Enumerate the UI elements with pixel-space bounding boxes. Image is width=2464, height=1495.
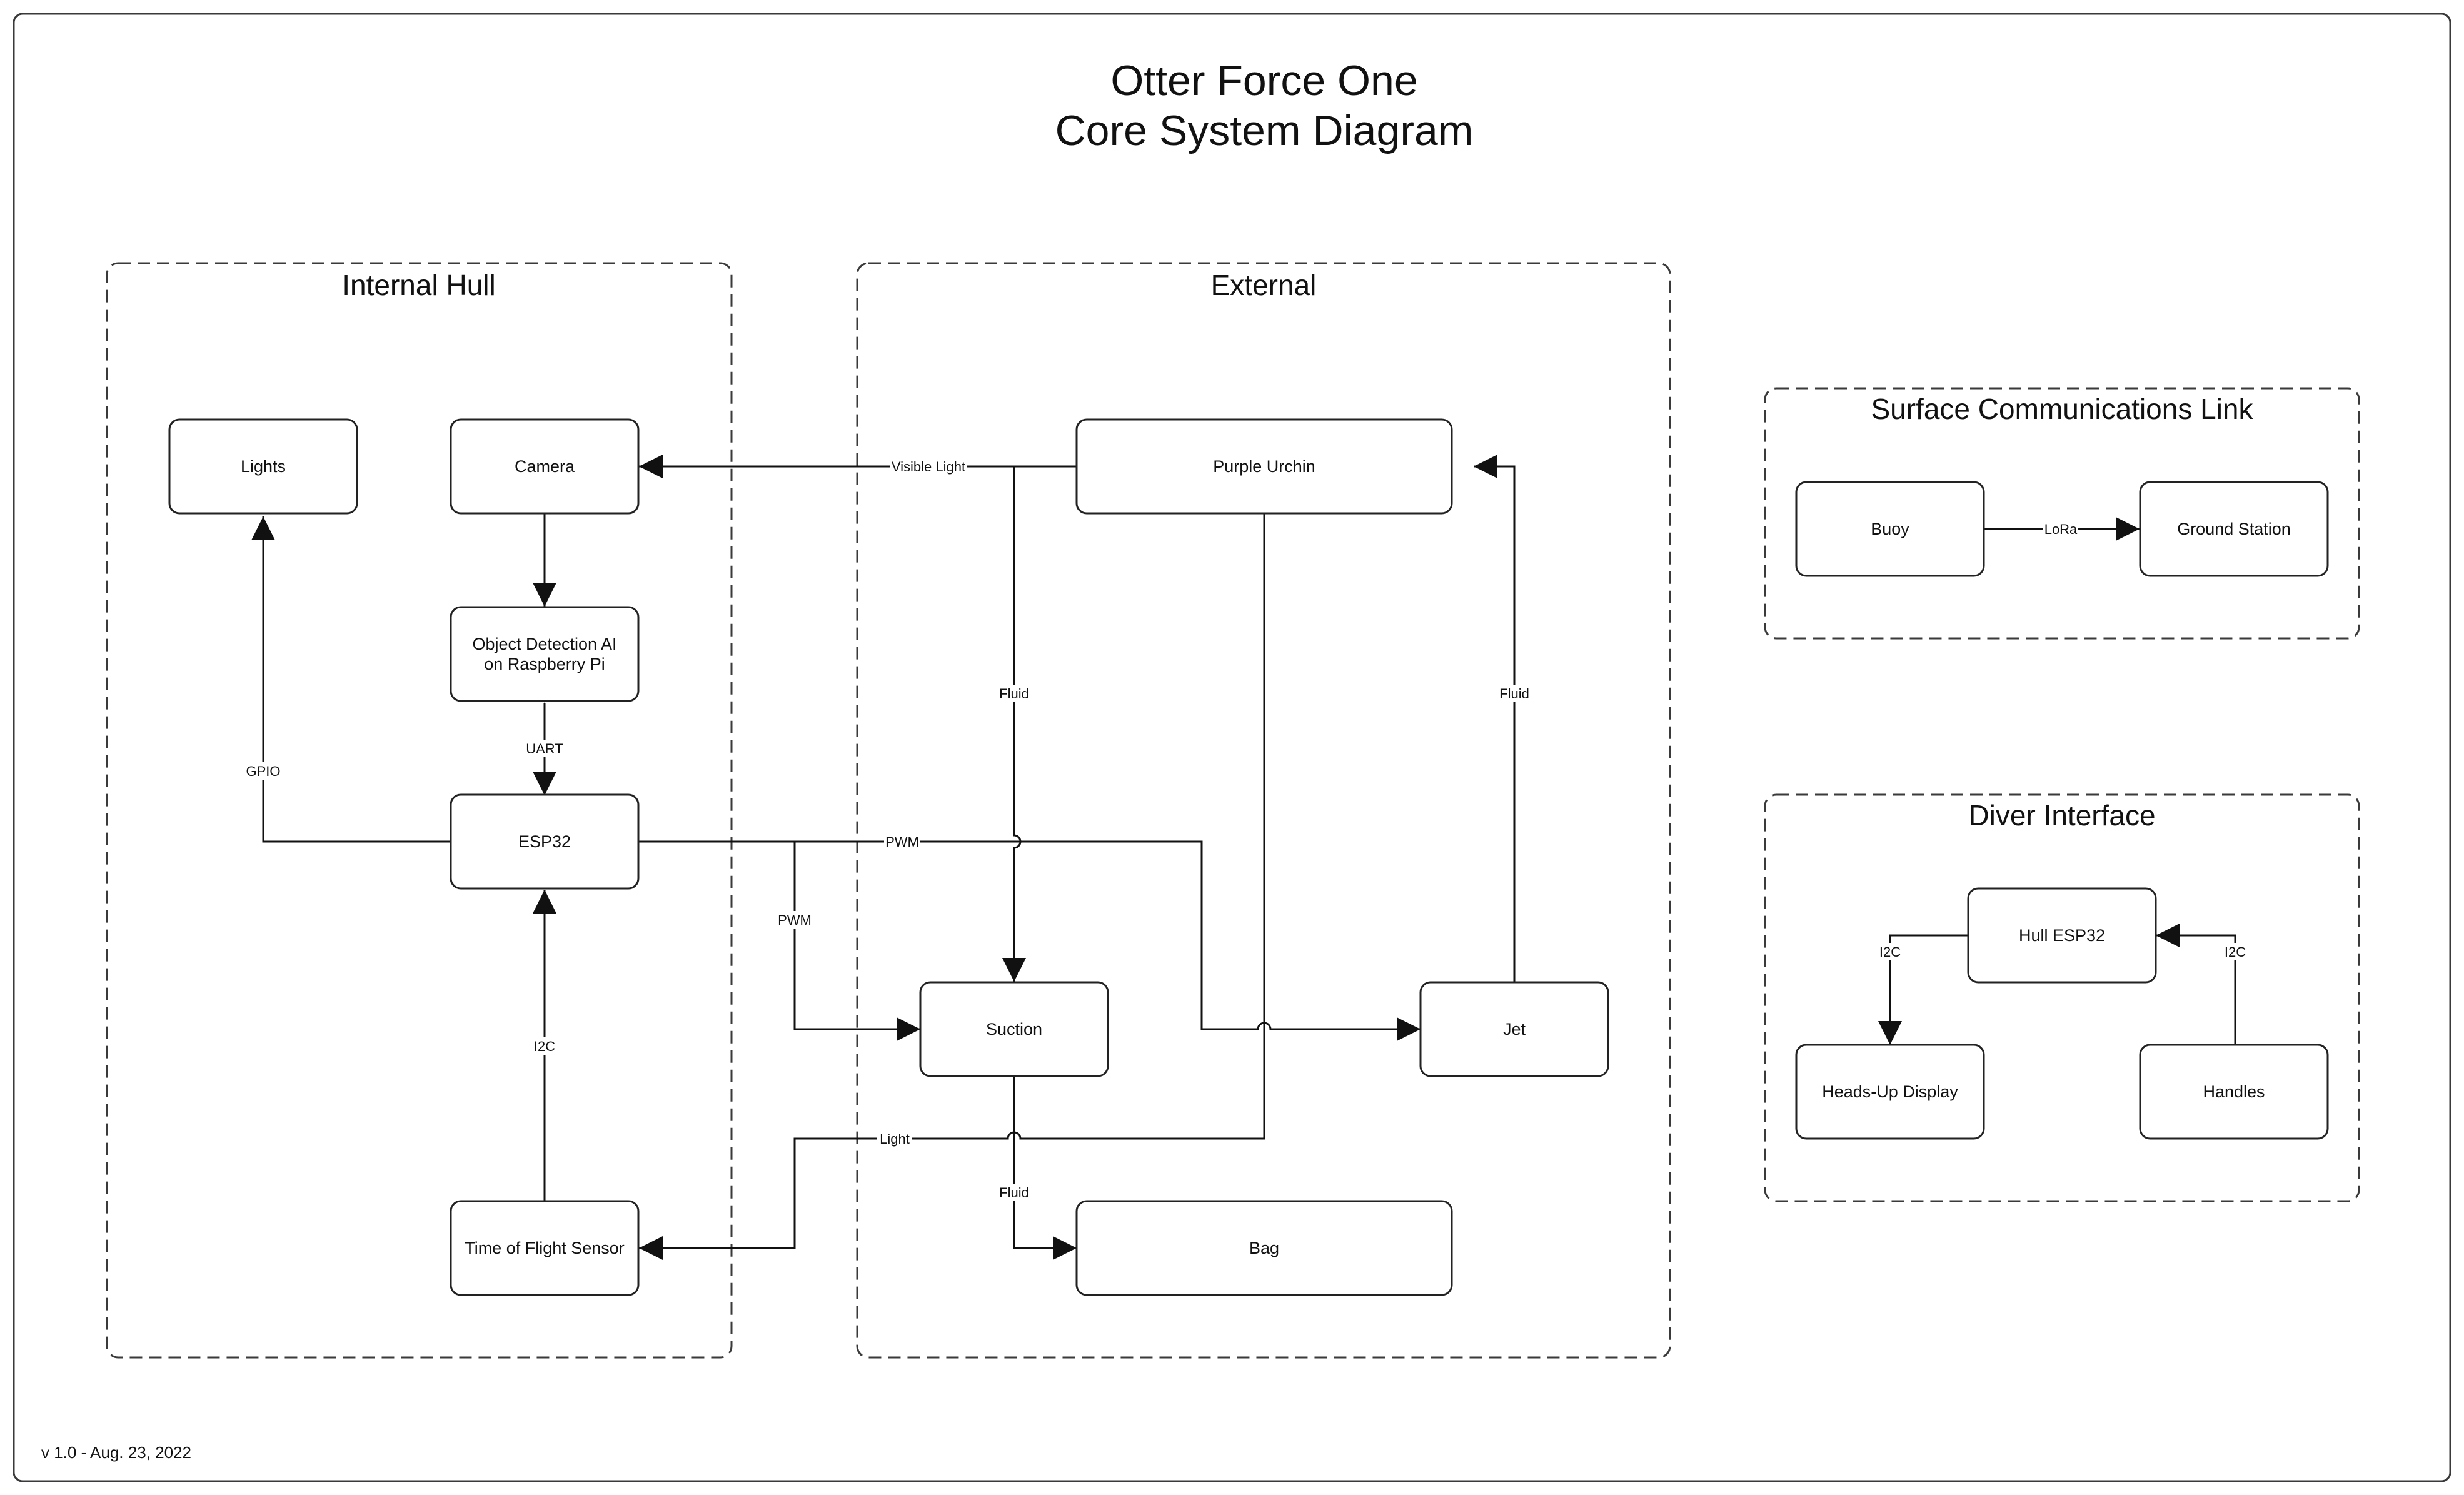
diagram-title-line2: Core System Diagram — [1055, 107, 1474, 154]
label-i2c-tof: I2C — [531, 1037, 558, 1055]
node-suction: Suction — [919, 981, 1109, 1077]
svg-text:Visible Light: Visible Light — [892, 459, 965, 475]
label-pwm-suction: PWM — [777, 911, 813, 929]
node-lights: Lights — [168, 418, 358, 515]
svg-text:I2C: I2C — [2225, 944, 2246, 960]
node-handles: Handles — [2139, 1044, 2329, 1140]
edge-esp32-to-lights — [251, 516, 451, 843]
svg-text:Jet: Jet — [1503, 1020, 1526, 1039]
node-ground-station: Ground Station — [2139, 481, 2329, 577]
node-heads-up-display: Heads-Up Display — [1795, 1044, 1985, 1140]
svg-text:ESP32: ESP32 — [518, 832, 571, 851]
label-fluid-suction-bag: Fluid — [998, 1184, 1030, 1201]
group-title-surface-link: Surface Communications Link — [1871, 393, 2253, 425]
label-i2c-handles: I2C — [2221, 943, 2249, 960]
svg-text:Ground Station: Ground Station — [2177, 520, 2291, 538]
group-title-internal-hull: Internal Hull — [342, 269, 495, 301]
node-bag: Bag — [1075, 1200, 1453, 1296]
group-external: External — [856, 262, 1671, 1359]
svg-text:Light: Light — [880, 1131, 910, 1147]
svg-text:PWM: PWM — [885, 834, 919, 850]
edge-esp32-to-jet — [638, 840, 1421, 1041]
label-pwm-jet: PWM — [884, 833, 920, 850]
svg-text:Object Detection AI: Object Detection AI — [472, 635, 616, 653]
group-internal-hull: Internal Hull — [106, 262, 733, 1359]
group-title-external: External — [1211, 269, 1317, 301]
node-time-of-flight-sensor: Time of Flight Sensor — [450, 1200, 640, 1296]
node-jet: Jet — [1419, 981, 1609, 1077]
node-object-detection: Object Detection AI on Raspberry Pi — [450, 606, 640, 702]
svg-text:UART: UART — [526, 741, 563, 757]
label-gpio: GPIO — [244, 762, 283, 780]
svg-text:Heads-Up Display: Heads-Up Display — [1822, 1082, 1958, 1101]
label-uart: UART — [523, 740, 566, 757]
svg-text:GPIO: GPIO — [246, 763, 280, 779]
svg-text:Camera: Camera — [515, 457, 575, 476]
group-title-diver-interface: Diver Interface — [1968, 799, 2155, 832]
svg-text:Fluid: Fluid — [999, 686, 1029, 702]
svg-text:Fluid: Fluid — [1499, 686, 1529, 702]
node-buoy: Buoy — [1795, 481, 1985, 577]
node-hull-esp32: Hull ESP32 — [1967, 887, 2157, 984]
svg-text:Handles: Handles — [2203, 1082, 2265, 1101]
edge-suction-to-bag — [1013, 1076, 1077, 1260]
label-fluid-jet-urchin: Fluid — [1498, 685, 1531, 702]
svg-text:Lights: Lights — [241, 457, 286, 476]
node-esp32: ESP32 — [450, 793, 640, 890]
svg-text:I2C: I2C — [534, 1039, 555, 1054]
svg-text:Buoy: Buoy — [1871, 520, 1909, 538]
edge-jet-to-urchin — [1474, 455, 1516, 982]
label-lora: LoRa — [2043, 521, 2078, 537]
svg-text:Purple Urchin: Purple Urchin — [1213, 457, 1315, 476]
connector-labels: GPIO UART I2C Visible Light PWM PWM Flui… — [244, 458, 2249, 1201]
node-purple-urchin: Purple Urchin — [1075, 418, 1453, 515]
label-visible-light: Visible Light — [890, 458, 967, 475]
label-fluid-urchin-suction: Fluid — [998, 685, 1030, 702]
svg-text:PWM: PWM — [778, 912, 812, 928]
edge-handles-hull-esp32 — [2156, 924, 2247, 1069]
node-camera: Camera — [450, 418, 640, 515]
group-surface-communications-link: Surface Communications Link — [1764, 387, 2360, 640]
svg-text:on Raspberry Pi: on Raspberry Pi — [484, 655, 605, 673]
group-diver-interface: Diver Interface — [1764, 793, 2360, 1202]
svg-text:Hull ESP32: Hull ESP32 — [2019, 926, 2105, 945]
svg-text:Time of Flight Sensor: Time of Flight Sensor — [465, 1239, 625, 1257]
svg-text:Suction: Suction — [986, 1020, 1042, 1039]
label-light: Light — [877, 1130, 912, 1147]
svg-text:I2C: I2C — [1879, 944, 1901, 960]
edge-esp32-to-suction — [793, 842, 920, 1041]
diagram-title-line1: Otter Force One — [1110, 57, 1417, 104]
version-label: v 1.0 - Aug. 23, 2022 — [41, 1443, 191, 1462]
svg-text:Bag: Bag — [1249, 1239, 1279, 1257]
svg-text:Fluid: Fluid — [999, 1185, 1029, 1201]
svg-text:LoRa: LoRa — [2044, 521, 2078, 537]
edge-hull-esp32-to-hud — [1878, 934, 1968, 1045]
label-i2c-hud: I2C — [1876, 943, 1904, 960]
